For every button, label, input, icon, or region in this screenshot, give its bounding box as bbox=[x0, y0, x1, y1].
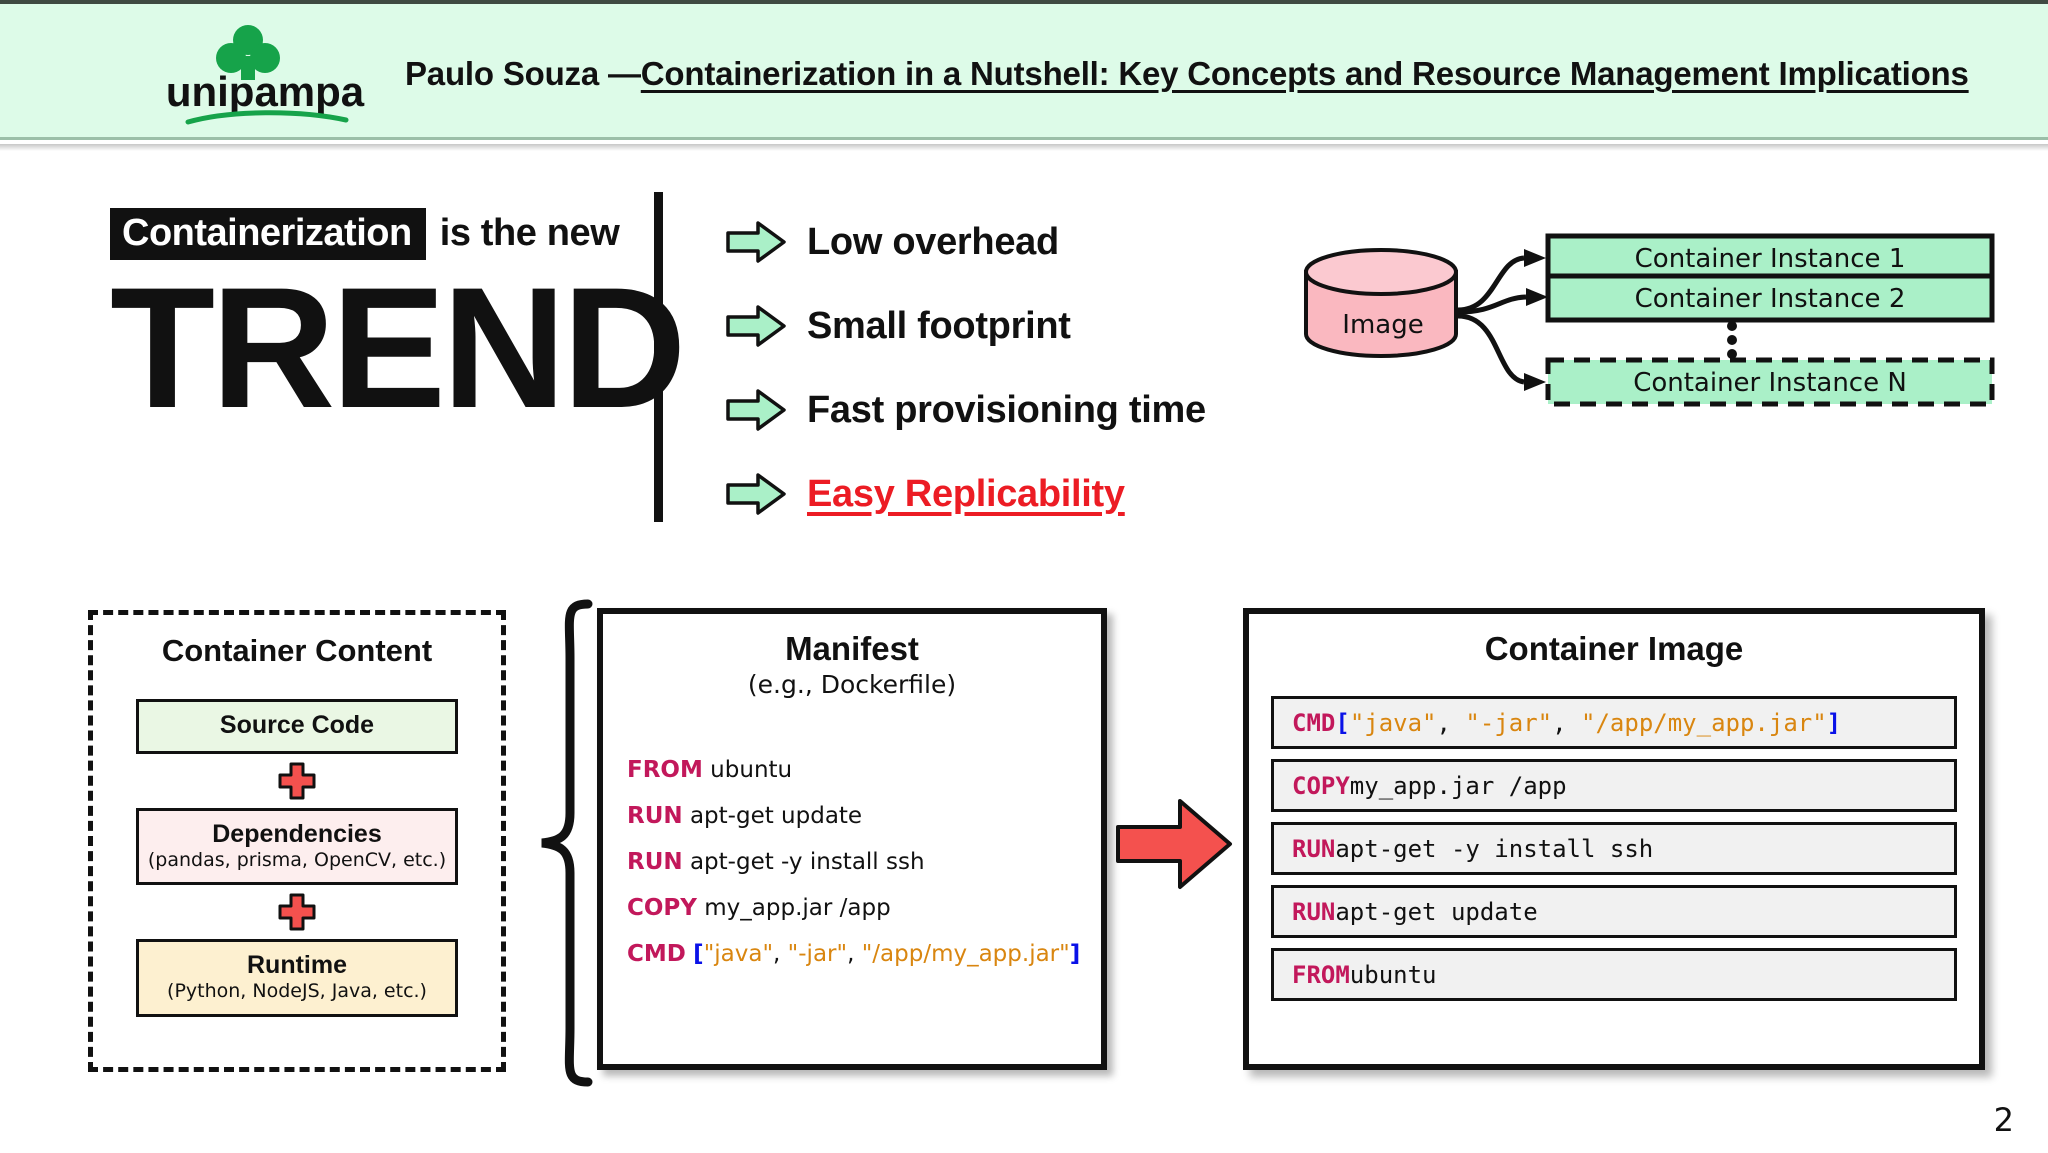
layer-keyword: CMD bbox=[1292, 708, 1336, 737]
right-arrow-icon bbox=[726, 221, 786, 263]
manifest-keyword: FROM bbox=[627, 757, 703, 783]
container-image-title: Container Image bbox=[1484, 630, 1744, 667]
manifest-line: CMD ["java", "-jar", "/app/my_app.jar"] bbox=[627, 931, 1101, 977]
vertical-divider bbox=[654, 192, 663, 522]
unipampa-logo: unipampa bbox=[150, 18, 380, 130]
containerization-chip: Containerization bbox=[110, 208, 426, 260]
image-layer-row: FROM ubuntu bbox=[1271, 948, 1957, 1001]
container-image-layers: CMD ["java", "-jar", "/app/my_app.jar"] … bbox=[1249, 696, 1979, 1001]
runtime-box: Runtime (Python, NodeJS, Java, etc.) bbox=[136, 939, 458, 1017]
image-layer-row: RUN apt-get -y install ssh bbox=[1271, 822, 1957, 875]
right-arrow-icon bbox=[726, 473, 786, 515]
container-instance-label: Container Instance 1 bbox=[1634, 244, 1906, 274]
list-item: Fast provisioning time bbox=[725, 368, 1206, 452]
header-author: Paulo Souza — bbox=[405, 55, 641, 92]
container-instance-label: Container Instance 2 bbox=[1634, 284, 1906, 314]
manifest-keyword: COPY bbox=[627, 895, 697, 921]
layer-keyword: RUN bbox=[1292, 897, 1336, 926]
manifest-subtitle: (e.g., Dockerfile) bbox=[747, 670, 957, 699]
container-content-panel: Container Content Source Code Dependenci… bbox=[88, 610, 506, 1072]
database-cylinder-icon bbox=[1304, 248, 1458, 358]
manifest-panel: Manifest (e.g., Dockerfile) FROM ubuntu … bbox=[597, 608, 1107, 1070]
layer-args: apt-get update bbox=[1335, 897, 1538, 926]
container-instance-label: Container Instance N bbox=[1633, 368, 1907, 398]
manifest-line: RUN apt-get update bbox=[627, 793, 1101, 839]
manifest-code-block: FROM ubuntu RUN apt-get update RUN apt-g… bbox=[603, 747, 1101, 977]
slide-header: unipampa Paulo Souza — Containerization … bbox=[0, 0, 2048, 151]
manifest-keyword: RUN bbox=[627, 849, 683, 875]
manifest-title: Manifest bbox=[785, 630, 919, 667]
manifest-args: my_app.jar /app bbox=[696, 895, 891, 921]
container-content-title: Container Content bbox=[161, 633, 433, 668]
source-code-box: Source Code bbox=[136, 699, 458, 754]
image-layer-row: RUN apt-get update bbox=[1271, 885, 1957, 938]
layer-keyword: FROM bbox=[1292, 960, 1350, 989]
headline-line-1: Containerization is the new bbox=[110, 208, 630, 260]
manifest-args: ["java", "-jar", "/app/my_app.jar"] bbox=[693, 941, 1081, 967]
image-cylinder-label: Image bbox=[1342, 310, 1424, 340]
vertical-ellipsis-icon bbox=[1727, 321, 1737, 359]
manifest-line: FROM ubuntu bbox=[627, 747, 1101, 793]
right-arrow-icon bbox=[726, 389, 786, 431]
layer-args: ubuntu bbox=[1349, 960, 1437, 989]
manifest-args: ubuntu bbox=[702, 757, 793, 783]
header-talk-title: Containerization in a Nutshell: Key Conc… bbox=[640, 55, 1969, 92]
dependencies-box: Dependencies (pandas, prisma, OpenCV, et… bbox=[136, 807, 458, 886]
layer-args: my_app.jar /app bbox=[1349, 771, 1567, 800]
plus-separator bbox=[93, 885, 501, 939]
layer-args: apt-get -y install ssh bbox=[1335, 834, 1654, 863]
headline-block: Containerization is the new TREND bbox=[110, 208, 686, 444]
manifest-args: apt-get -y install ssh bbox=[682, 849, 925, 875]
list-item-label: Low overhead bbox=[807, 220, 1059, 263]
page-number: 2 bbox=[1993, 1101, 2014, 1139]
layer-keyword: COPY bbox=[1292, 771, 1350, 800]
list-item: Small footprint bbox=[725, 284, 1206, 368]
transform-arrow bbox=[1114, 795, 1234, 893]
list-item: Low overhead bbox=[725, 200, 1206, 284]
manifest-args: apt-get update bbox=[682, 803, 863, 829]
image-layer-row: COPY my_app.jar /app bbox=[1271, 759, 1957, 812]
runtime-label: Runtime bbox=[247, 951, 347, 980]
layer-keyword: RUN bbox=[1292, 834, 1336, 863]
plus-icon bbox=[278, 893, 316, 931]
image-layer-row: CMD ["java", "-jar", "/app/my_app.jar"] bbox=[1271, 696, 1957, 749]
list-item-label: Fast provisioning time bbox=[807, 388, 1206, 431]
layer-args: ["java", "-jar", "/app/my_app.jar"] bbox=[1335, 708, 1842, 737]
container-instance-box bbox=[1545, 273, 1995, 323]
list-item-label: Small footprint bbox=[807, 304, 1071, 347]
dependencies-sublabel: (pandas, prisma, OpenCV, etc.) bbox=[147, 848, 447, 871]
plus-separator bbox=[93, 754, 501, 808]
header-title: Paulo Souza — Containerization in a Nuts… bbox=[405, 4, 1969, 144]
manifest-keyword: CMD bbox=[627, 941, 686, 967]
container-instance-box-dashed bbox=[1545, 357, 1995, 407]
list-item-label-highlighted: Easy Replicability bbox=[807, 472, 1125, 515]
manifest-line: COPY my_app.jar /app bbox=[627, 885, 1101, 931]
curly-brace-icon bbox=[530, 598, 600, 1088]
manifest-keyword: RUN bbox=[627, 803, 683, 829]
right-arrow-icon bbox=[1116, 799, 1232, 889]
logo-wordmark: unipampa bbox=[166, 68, 365, 115]
benefits-list: Low overhead Small footprint Fast provis… bbox=[725, 200, 1206, 536]
source-code-label: Source Code bbox=[219, 711, 375, 739]
dependencies-label: Dependencies bbox=[212, 819, 382, 848]
plus-icon bbox=[278, 762, 316, 800]
manifest-line: RUN apt-get -y install ssh bbox=[627, 839, 1101, 885]
list-item: Easy Replicability bbox=[725, 452, 1206, 536]
container-image-panel: Container Image CMD ["java", "-jar", "/a… bbox=[1243, 608, 1985, 1070]
headline-rest-text: is the new bbox=[439, 212, 620, 254]
image-to-instances-diagram: Image Container Instance 1 Container Ins… bbox=[1300, 233, 2000, 460]
runtime-sublabel: (Python, NodeJS, Java, etc.) bbox=[167, 980, 427, 1003]
clover-tree-icon: unipampa bbox=[166, 25, 365, 125]
right-arrow-icon bbox=[726, 305, 786, 347]
headline-trend-word: TREND bbox=[110, 252, 686, 444]
